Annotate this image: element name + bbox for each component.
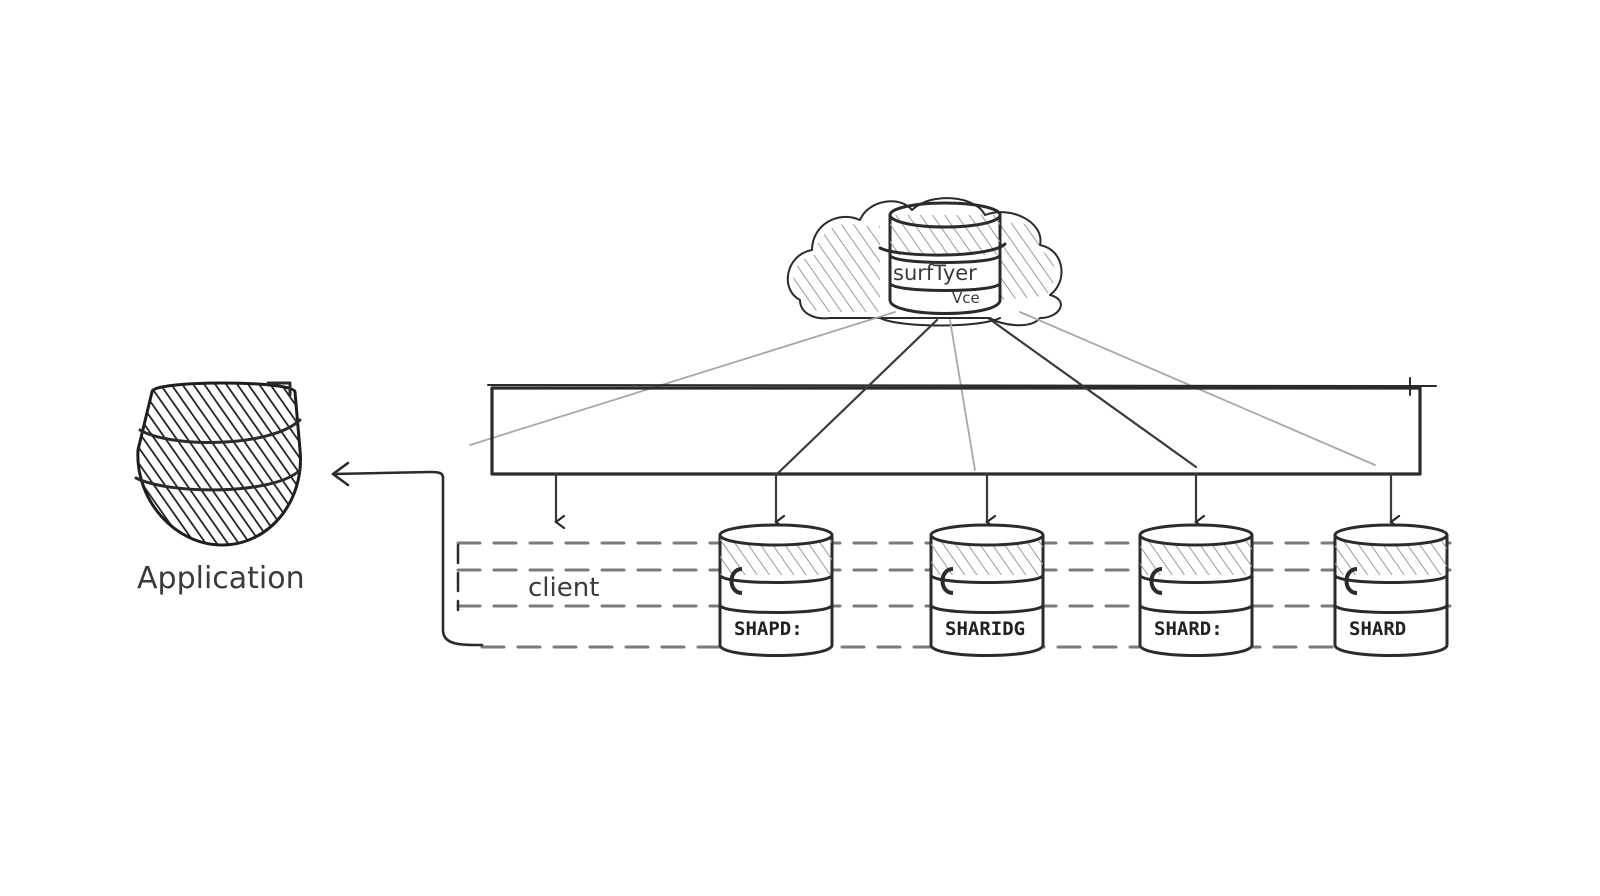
router-bar bbox=[487, 377, 1437, 476]
shard-database: SHARD: bbox=[1138, 523, 1254, 657]
shard-marker-icon bbox=[1149, 567, 1163, 595]
router-database: surfTyer Vce bbox=[878, 201, 1007, 327]
shard-label: SHARD: bbox=[1154, 618, 1223, 640]
shard-label: SHARD bbox=[1349, 618, 1406, 640]
shard-database: SHAPD: bbox=[718, 523, 834, 657]
shard-marker-icon bbox=[940, 567, 954, 595]
shard-databases: SHAPD: SHARIDG SHARD: SHARD bbox=[718, 523, 1449, 657]
router-label-top: surfTyer bbox=[893, 261, 977, 285]
router-label-bottom: Vce bbox=[952, 289, 980, 307]
down-arrows bbox=[556, 472, 1391, 522]
shard-marker-icon bbox=[1344, 567, 1358, 595]
shard-label: SHARIDG bbox=[945, 618, 1025, 640]
cloud-shape bbox=[786, 197, 1063, 327]
client-label: client bbox=[528, 573, 599, 603]
shard-database: SHARD bbox=[1333, 523, 1449, 657]
application-database: Application bbox=[134, 381, 305, 596]
router-fan-lines bbox=[469, 311, 1376, 471]
shard-label: SHAPD: bbox=[734, 618, 803, 640]
shard-marker-icon bbox=[729, 567, 743, 595]
shard-database: SHARIDG bbox=[929, 523, 1045, 657]
return-arrow bbox=[331, 461, 484, 647]
application-label: Application bbox=[137, 561, 305, 596]
router-to-shard-lines bbox=[774, 316, 1198, 477]
